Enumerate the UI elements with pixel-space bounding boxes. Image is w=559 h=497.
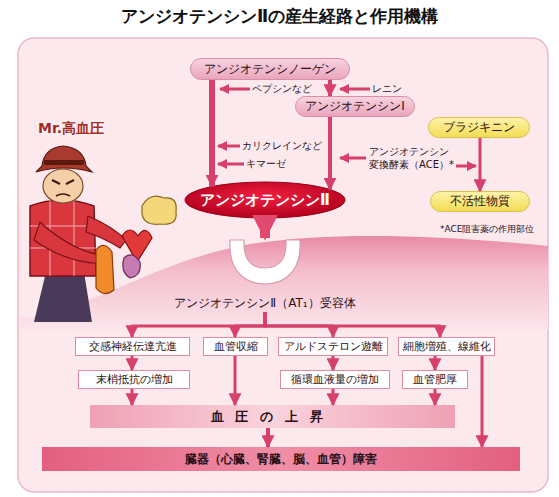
flow-arrow (235, 312, 265, 337)
effect-box: 交感神経伝達亢進 (75, 337, 190, 356)
enzyme-arrow (218, 163, 244, 166)
annotation-label: レニン (372, 83, 402, 96)
trousers (34, 272, 92, 322)
node-text: 末梢抵抗の増加 (96, 372, 173, 387)
enzyme-arrow (218, 145, 240, 148)
annotation-label: キマーゼ (246, 158, 286, 171)
character-name: Mr.高血圧 (38, 120, 104, 138)
flow-arrow (132, 312, 265, 337)
annotation-label: ペプシンなど (252, 83, 312, 96)
diagram-title: アンジオテンシンⅡの産生経路と作用機構 (121, 6, 438, 26)
precursor-pill: アンジオテンシンⅠ (295, 96, 415, 117)
enzyme-arrow (340, 157, 366, 160)
effect-box: 血管収縮 (203, 337, 268, 356)
flow-arrow (266, 428, 270, 447)
effect-box: 循環血液量の増加 (280, 370, 390, 389)
product-ellipse: アンジオテンシンⅡ (185, 182, 345, 218)
node-text: アンジオテンシンⅡ (200, 191, 330, 210)
node-text: アルドステロン遊離 (284, 339, 383, 354)
arm (86, 216, 126, 248)
receptor: アンジオテンシンⅡ（AT₁）受容体 (160, 238, 370, 312)
effect-box: 末梢抵抗の増加 (78, 370, 190, 389)
mr-hypertension-figure (30, 146, 176, 322)
kidney-creature (123, 255, 140, 278)
flow-arrow (234, 356, 237, 405)
title-area: アンジオテンシンⅡの産生経路と作用機構 (0, 5, 559, 28)
angry-brows (52, 180, 74, 184)
enzyme-arrow (220, 88, 250, 91)
flow-arrow (479, 138, 482, 191)
node-text: 細胞増殖、線維化 (403, 339, 491, 354)
flow-arrow (131, 389, 134, 405)
flow-arrow (265, 312, 440, 337)
flow-arrow (332, 389, 335, 405)
effect-box: アルドステロン遊離 (278, 337, 388, 356)
node-text: アンジオテンシンⅠ (305, 98, 405, 115)
annotation-label: カリクレインなど (242, 140, 322, 153)
organ-creature (96, 245, 114, 293)
enzyme-arrow (340, 88, 370, 91)
outcome-band: 臓器（心臓、腎臓、脳、血管）障害 (42, 447, 520, 471)
flow-arrow (434, 356, 437, 370)
flow-arrow (265, 312, 333, 337)
hat-band (44, 160, 84, 165)
flow-arrow (209, 80, 215, 187)
substance-pill: ブラジキニン (428, 117, 530, 138)
enzyme-arrow (456, 165, 476, 168)
annotation-label: アンジオテンシン 変換酵素（ACE）* (369, 146, 469, 171)
flow-arrow (260, 218, 270, 238)
substance-pill: 不活性物質 (430, 191, 530, 212)
node-text: 交感神経伝達亢進 (89, 339, 177, 354)
receptor-shape (230, 240, 300, 284)
panel (18, 38, 548, 492)
flow-arrow (328, 80, 332, 96)
annotation-label: *ACE阻害薬の作用部位 (440, 224, 534, 235)
arm (34, 222, 104, 264)
ellipse-shape (185, 182, 345, 218)
node-text: 循環血液量の増加 (291, 372, 379, 387)
face (43, 169, 83, 203)
node-text: アンジオテンシンⅡ（AT₁）受容体 (174, 295, 355, 312)
flow-arrow (481, 356, 484, 447)
node-text: 不活性物質 (450, 193, 510, 210)
result-band: 血圧の上昇 (90, 405, 455, 428)
cell-membrane (20, 236, 548, 330)
node-text: 血管肥厚 (413, 372, 457, 387)
node-text: アンジオテンシノーゲン (204, 61, 336, 78)
node-text: 血管収縮 (214, 339, 258, 354)
flow-arrow (131, 356, 134, 370)
flow-arrow (332, 356, 335, 370)
mouth (56, 194, 70, 196)
flow-arrow (434, 389, 437, 405)
node-text: 臓器（心臓、腎臓、脳、血管）障害 (185, 451, 377, 468)
effect-box: 細胞増殖、線維化 (398, 337, 495, 356)
flow-arrow (328, 117, 332, 190)
brain-creature (142, 196, 176, 224)
node-text: ブラジキニン (443, 119, 515, 136)
precursor-pill: アンジオテンシノーゲン (190, 58, 350, 80)
hat (36, 146, 92, 172)
node-text: 血圧の上昇 (211, 408, 335, 426)
effect-box: 血管肥厚 (402, 370, 468, 389)
